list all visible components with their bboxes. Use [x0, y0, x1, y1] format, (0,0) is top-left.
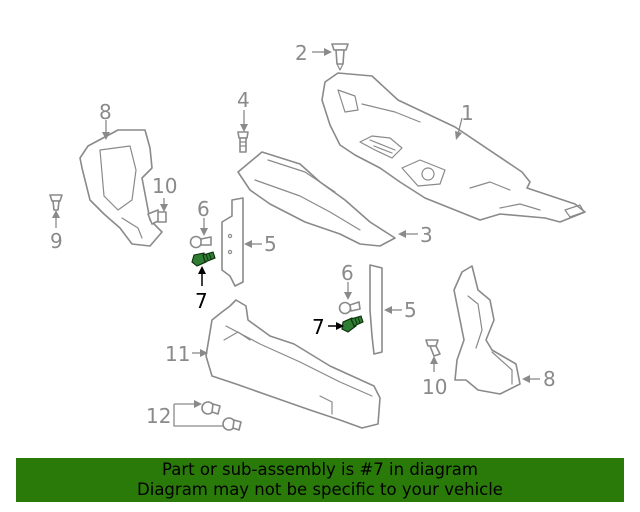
- part-1-upper-cover: [321, 72, 586, 223]
- callout-1: 1: [461, 101, 474, 125]
- part-6-fastener-left: [189, 235, 212, 249]
- parts-diagram: 1 2 3 4 5 5 6 6 7 7 8 8 9 10 10 11 12: [49, 41, 586, 431]
- callout-labels: 1 2 3 4 5 5 6 6 7 7 8 8 9 10 10 11 12: [50, 41, 556, 428]
- callout-2: 2: [295, 41, 308, 65]
- leader-lines: [52, 48, 540, 427]
- part-9-clip: [49, 194, 63, 211]
- callout-8-left: 8: [99, 100, 112, 124]
- callout-5-left: 5: [264, 232, 277, 256]
- callout-10-right: 10: [422, 375, 447, 399]
- callout-7-right: 7: [312, 315, 325, 339]
- part-7-bolt-left: [191, 251, 216, 267]
- part-7-bolt-right: [341, 315, 364, 333]
- callout-4: 4: [237, 88, 250, 112]
- part-3-deflector: [237, 151, 396, 247]
- fitment-notice-banner: Part or sub-assembly is #7 in diagram Di…: [16, 458, 624, 502]
- part-6-fastener-right: [338, 301, 361, 315]
- callout-12: 12: [146, 404, 171, 428]
- part-8-air-guide-left: [79, 129, 163, 247]
- banner-line-1: Part or sub-assembly is #7 in diagram: [162, 460, 478, 479]
- part-10-clip-left: [147, 209, 167, 225]
- part-12-clips: [201, 401, 242, 431]
- part-2-clip: [331, 43, 349, 71]
- part-10-clip-right: [425, 339, 441, 357]
- banner-line-2: Diagram may not be specific to your vehi…: [137, 480, 503, 499]
- part-8-air-guide-right: [453, 265, 521, 395]
- part-11-lower-deflector: [205, 299, 381, 429]
- part-5-bracket-left: [221, 197, 244, 287]
- part-5-bracket-right: [369, 264, 383, 355]
- callout-8-right: 8: [543, 367, 556, 391]
- callout-6-left: 6: [197, 197, 210, 221]
- callout-6-right: 6: [341, 261, 354, 285]
- callout-3: 3: [420, 223, 433, 247]
- part-4-bolt: [237, 131, 249, 153]
- callout-10-left: 10: [152, 174, 177, 198]
- callout-11: 11: [165, 342, 190, 366]
- leader-lines-part-7: [198, 266, 344, 330]
- callout-9: 9: [50, 229, 63, 253]
- callout-7-left: 7: [195, 289, 208, 313]
- callout-5-right: 5: [404, 298, 417, 322]
